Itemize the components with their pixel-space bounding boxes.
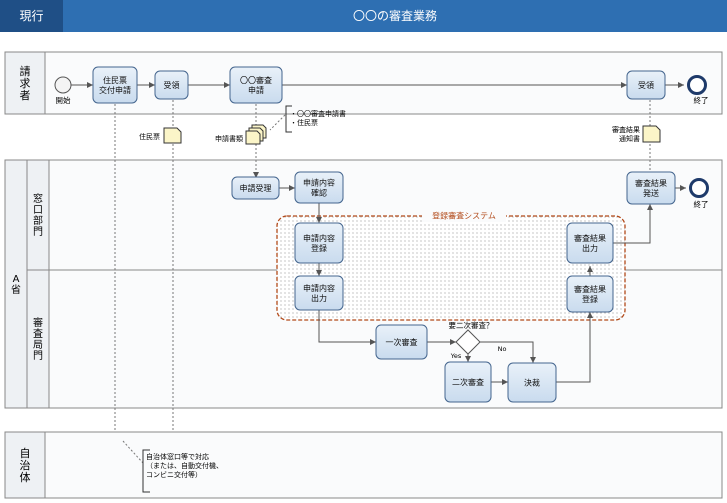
- lane-label-municipality: 自治体: [20, 447, 31, 484]
- task-app-output[interactable]: 申請内容出力: [294, 275, 344, 311]
- task-xx-review-apply[interactable]: 〇〇審査申請: [229, 66, 283, 104]
- task-first-review[interactable]: 一次審査: [375, 324, 428, 360]
- sequence-flows: [71, 82, 686, 385]
- system-group: 登録審査システム: [276, 209, 626, 321]
- task-decision[interactable]: 決裁: [507, 362, 557, 403]
- lane-label-window-dept: 窓口部門: [33, 192, 43, 238]
- task-label: 〇〇審査申請: [240, 75, 272, 95]
- document-label: 審査結果通知書: [612, 125, 640, 143]
- task-app-accept[interactable]: 申請受理: [231, 176, 280, 200]
- doc-contents-annotation: ・〇〇審査申請書・住民票: [285, 105, 346, 133]
- gateway-no-label: No: [498, 345, 507, 353]
- gateway-question: 要二次審査？: [449, 320, 494, 330]
- task-label: 申請内容登録: [303, 233, 335, 253]
- page-title: 〇〇の審査業務: [352, 9, 437, 23]
- gateway-yes-label: Yes: [450, 352, 462, 360]
- task-label: 審査結果発送: [635, 178, 667, 198]
- task-label: 二次審査: [452, 377, 484, 387]
- task-label: 申請内容確認: [303, 177, 335, 197]
- task-app-register[interactable]: 申請内容登録: [294, 222, 344, 264]
- lane-label-requester: 請求者: [20, 64, 31, 102]
- task-app-confirm[interactable]: 申請内容確認: [294, 171, 344, 204]
- task-receive2[interactable]: 受領: [626, 70, 666, 100]
- result-notice-document[interactable]: 審査結果通知書: [612, 125, 661, 143]
- task-result-send[interactable]: 審査結果発送: [626, 171, 676, 205]
- task-label: 申請内容出力: [303, 283, 335, 303]
- end-event-ministry[interactable]: 終了: [689, 178, 709, 210]
- header-bar: 現行 〇〇の審査業務: [0, 0, 727, 32]
- task-label: 受領: [638, 80, 654, 90]
- lane-label-review-dept: 審査局門: [33, 316, 43, 362]
- task-label: 受領: [164, 80, 180, 90]
- task-label: 審査結果出力: [574, 233, 606, 253]
- start-event[interactable]: 開始: [54, 76, 72, 105]
- annotation-text: ・〇〇審査申請書・住民票: [290, 109, 346, 127]
- task-label: 住民票交付申請: [99, 75, 131, 95]
- data-associations: [114, 100, 651, 464]
- task-result-register[interactable]: 審査結果登録: [566, 275, 614, 313]
- end-event-label: 終了: [694, 95, 709, 105]
- annotation-text: 自治体窓口等で対応（または、自動交付機、コンビニ交付等）: [146, 452, 223, 479]
- start-event-label: 開始: [56, 95, 71, 105]
- task-label: 一次審査: [386, 337, 418, 347]
- task-label: 申請受理: [240, 183, 272, 193]
- task-result-output[interactable]: 審査結果出力: [566, 222, 614, 264]
- system-group-label: 登録審査システム: [432, 211, 496, 221]
- pool-municipality: 自治体: [4, 431, 723, 499]
- task-label: 決裁: [524, 377, 540, 387]
- task-label: 審査結果登録: [574, 284, 606, 304]
- resident-card-document[interactable]: 住民票: [139, 127, 182, 144]
- task-resident-card-apply[interactable]: 住民票交付申請: [92, 66, 138, 104]
- task-receive1[interactable]: 受領: [154, 70, 189, 100]
- task-second-review[interactable]: 二次審査: [444, 361, 492, 403]
- review-gateway[interactable]: 要二次審査？ Yes No: [449, 320, 507, 360]
- municipality-annotation: 自治体窓口等で対応（または、自動交付機、コンビニ交付等）: [142, 449, 223, 493]
- application-docs-document[interactable]: 申請書類: [215, 124, 267, 145]
- status-tab[interactable]: 現行: [0, 0, 63, 32]
- end-event-label: 終了: [694, 199, 709, 209]
- document-label: 住民票: [139, 132, 160, 141]
- document-label: 申請書類: [215, 134, 243, 143]
- end-event-requester[interactable]: 終了: [687, 75, 709, 106]
